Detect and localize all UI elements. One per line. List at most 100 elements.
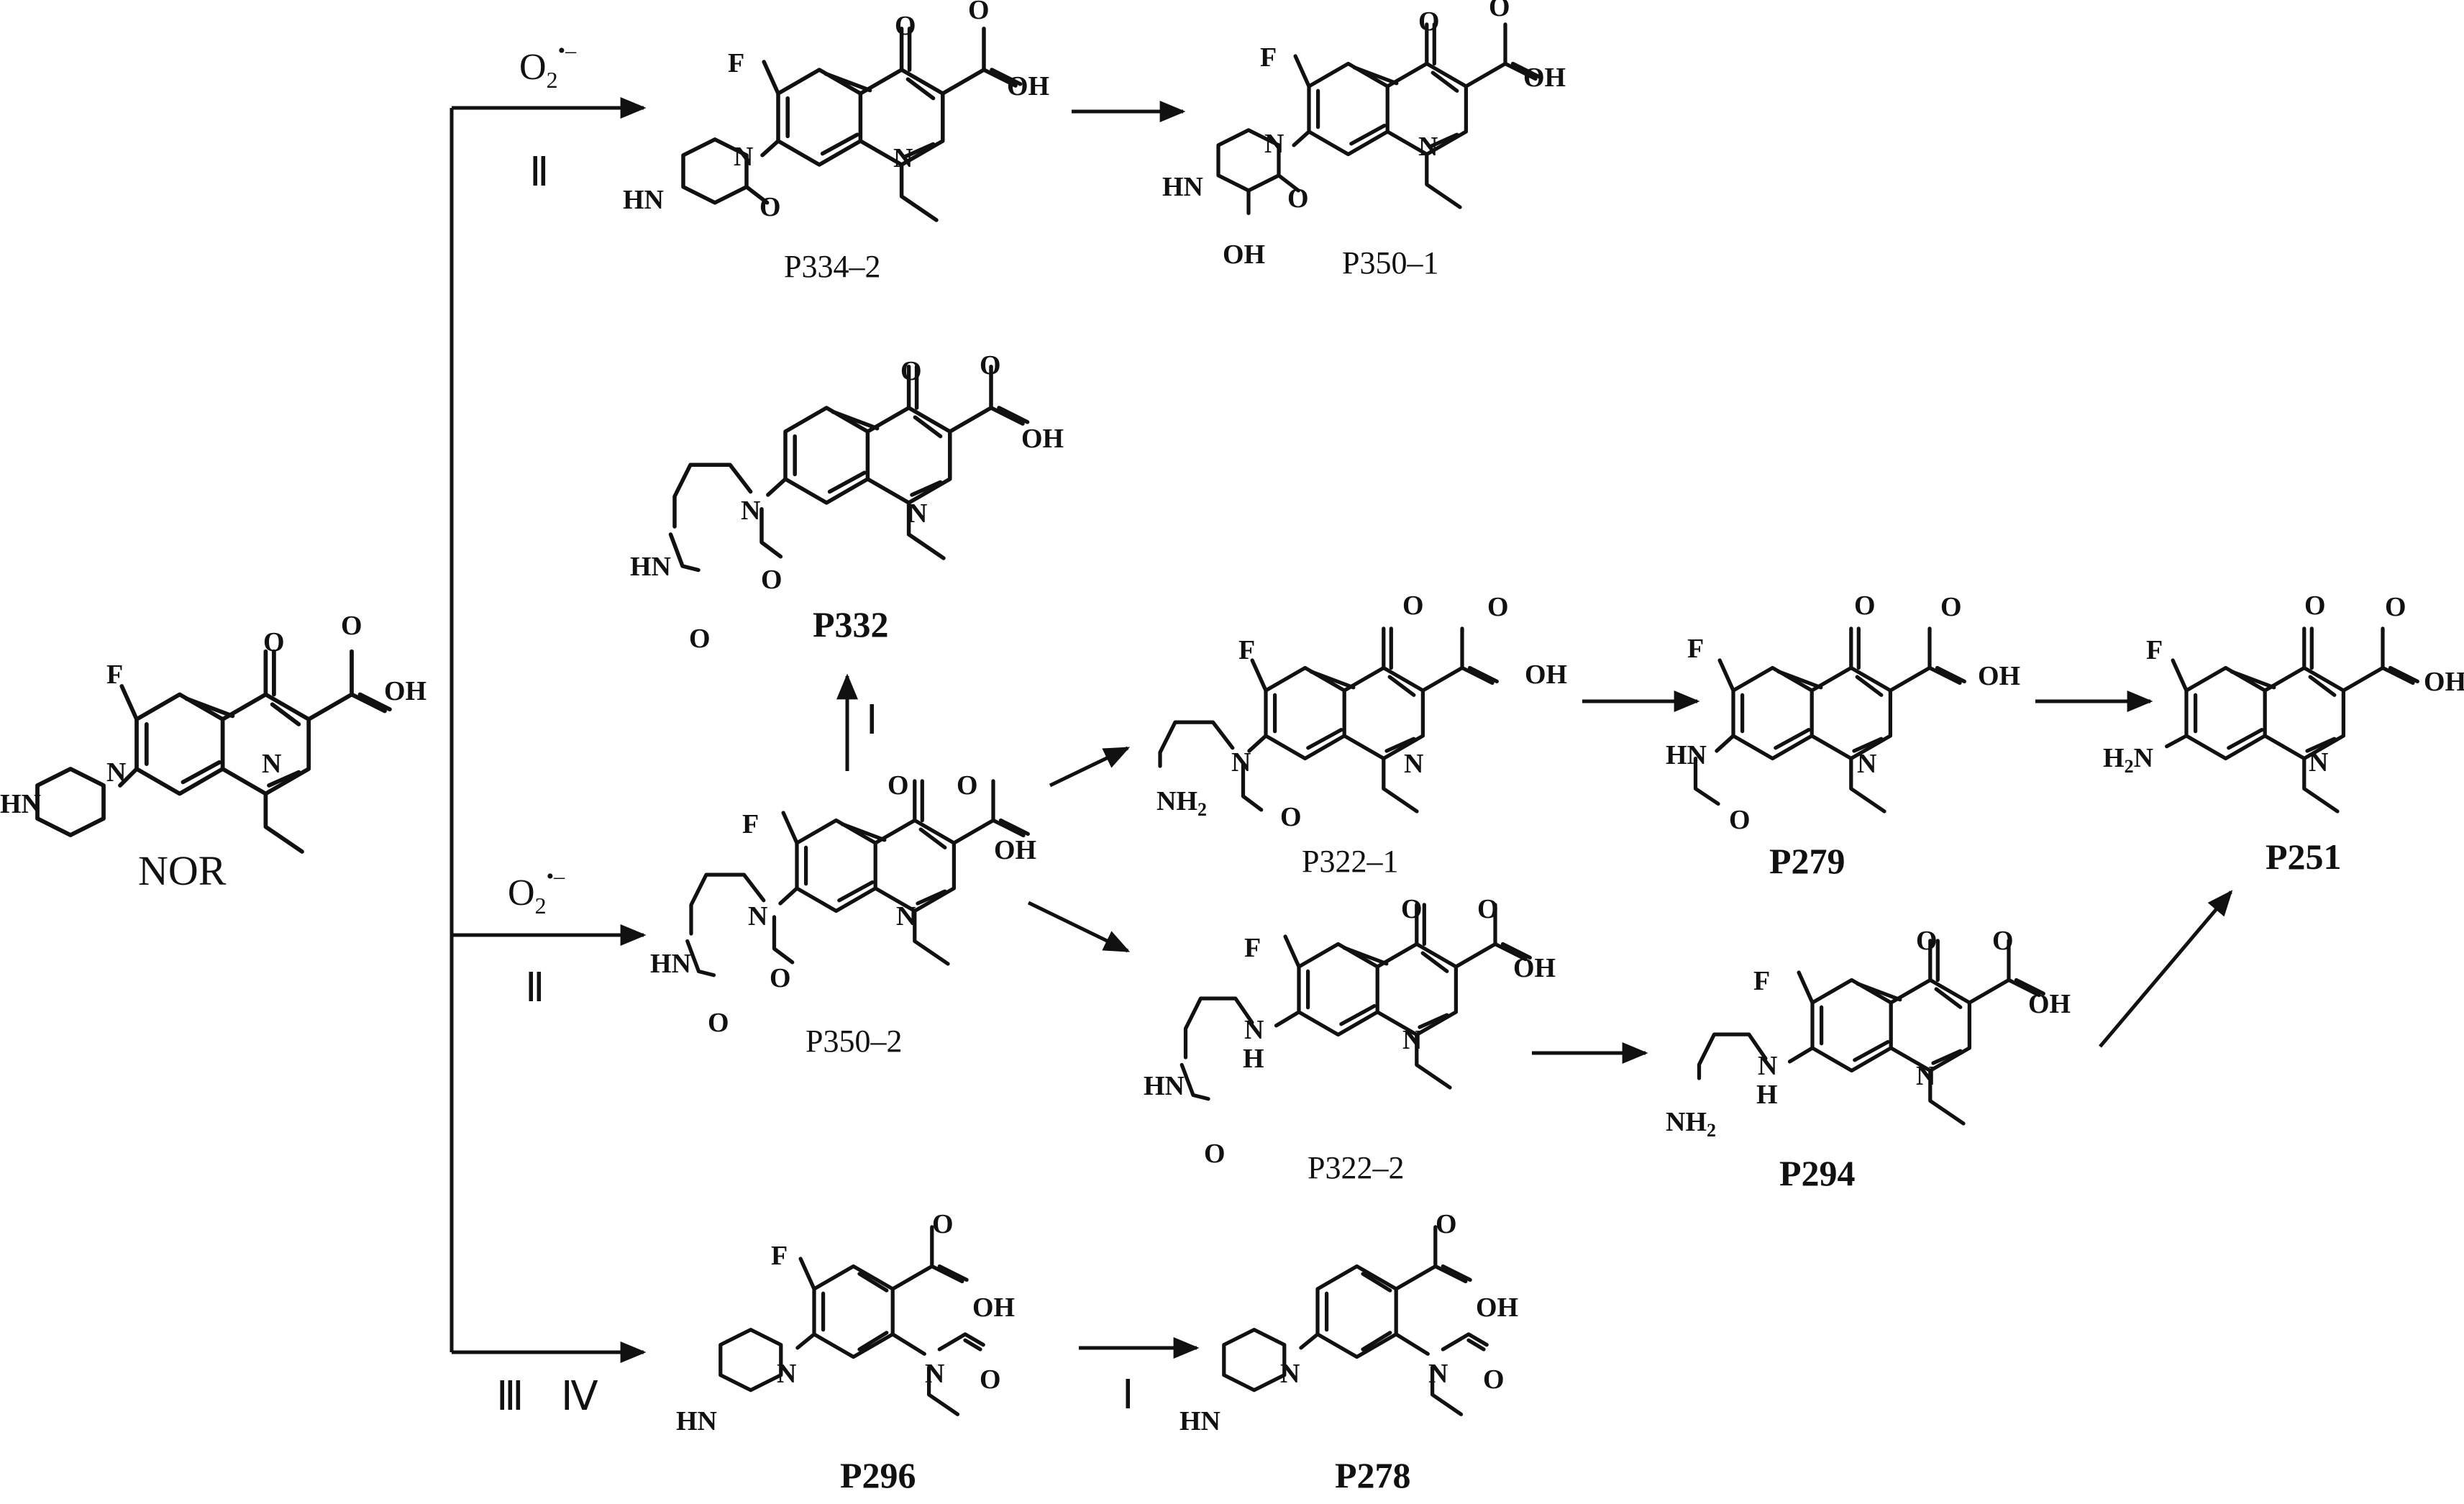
compound-nor [35,652,390,852]
atom-n: N [1418,132,1438,162]
compound-p332 [668,367,1028,573]
atom-f: F [771,1241,788,1271]
atom-o: O [900,356,922,386]
atom-hn: HN [650,949,691,979]
atom-o: O [1402,591,1424,621]
atom-oh: OH [1525,660,1567,690]
atom-h: H [1243,1044,1264,1074]
atom-o: O [1729,805,1751,835]
atom-nh2: NH2 [1666,1107,1716,1141]
atom-n: N [777,1359,796,1389]
compound-p322-2 [1179,905,1530,1101]
label-p322-1: P322–1 [1302,844,1398,879]
route-ii-label: Ⅱ [525,966,545,1011]
atom-o: O [759,192,781,222]
label-p332: P332 [813,604,889,644]
atom-hn: HN [1162,172,1203,202]
label-p334-2: P334–2 [784,249,880,284]
atom-n: N [748,901,767,931]
label-p251: P251 [2265,837,2342,877]
label-p322-2: P322–2 [1308,1150,1404,1185]
atom-f: F [1238,635,1255,665]
atom-n: N [925,1359,944,1389]
atom-oh: OH [1978,661,2020,691]
atom-f: F [1260,42,1277,73]
atom-o: O [1940,592,1962,622]
atom-n: N [1758,1051,1777,1081]
atom-o: O [932,1209,954,1239]
atom-hn: HN [1144,1071,1185,1101]
atom-o: O [1489,0,1510,22]
compound-p294 [1697,941,2044,1124]
atom-n: N [2309,747,2328,778]
atom-o: O [770,963,791,993]
atom-hn: HN [0,789,41,819]
compound-p278 [1222,1225,1489,1416]
atom-n: N [908,498,927,529]
atom-n: N [1280,1359,1300,1389]
atom-o: O [957,770,978,801]
atom-oh: OH [1021,424,1064,454]
atom-n: N [741,496,760,526]
atom-oh: OH [2028,989,2071,1019]
atom-n: N [262,749,281,779]
atom-n: N [893,143,913,173]
atom-o: O [1854,591,1876,621]
atom-o: O [1483,1364,1505,1395]
atom-hn: HN [676,1406,717,1436]
atom-nh2: NH2 [1156,786,1207,820]
atom-h: H [1756,1080,1778,1110]
atom-f: F [2146,635,2163,665]
label-p294: P294 [1779,1153,1856,1193]
atom-f: F [1687,634,1704,664]
label-p296: P296 [840,1455,916,1495]
compound-p334-2 [681,29,1021,220]
compound-p296 [718,1225,985,1416]
compound-p350-2 [685,781,1028,977]
atom-o: O [1401,894,1423,924]
atom-hn: HN [1666,740,1707,770]
compound-p350-1 [1216,24,1540,216]
atom-n: N [1402,1025,1422,1055]
atom-n: N [734,142,753,172]
atom-n: N [1857,749,1876,779]
condition-superoxide: O2•– [519,39,577,93]
label-p279: P279 [1769,841,1845,881]
atom-oh: OH [994,835,1036,865]
route-iii-label: Ⅲ [496,1375,524,1419]
atom-o: O [2304,591,2326,621]
arrow [1027,901,1131,953]
atom-f: F [106,660,123,690]
atom-o: O [968,0,990,25]
route-i-label: Ⅰ [866,698,878,743]
atom-n: N [1404,749,1423,779]
atom-o: O [1280,802,1302,832]
atom-oh: OH [1523,63,1566,93]
atom-n: N [1916,1061,1935,1091]
atom-hn: HN [1179,1406,1220,1436]
atom-n: N [1428,1359,1448,1389]
atom-o: O [341,611,362,641]
atom-o: O [1916,926,1938,956]
atom-hn: HN [623,185,664,215]
atom-oh: OH [1223,240,1265,270]
arrow [1049,746,1131,788]
label-p350-1: P350–1 [1342,245,1438,281]
atom-n: N [896,901,916,931]
atom-o: O [2385,592,2406,622]
atom-f: F [1244,933,1261,963]
atom-o: O [708,1008,729,1038]
atom-o: O [980,350,1001,380]
atom-o: O [1992,926,2014,956]
atom-n: N [1231,747,1251,778]
arrow [2099,890,2233,1048]
label-p278: P278 [1335,1455,1411,1495]
route-ii-label: Ⅱ [529,150,549,195]
compound-p279 [1693,629,1965,811]
atom-n: N [106,757,126,788]
route-i-label: Ⅰ [1122,1373,1134,1418]
atom-o: O [1477,894,1499,924]
atom-o: O [1418,6,1440,37]
compound-p251 [2165,629,2418,811]
